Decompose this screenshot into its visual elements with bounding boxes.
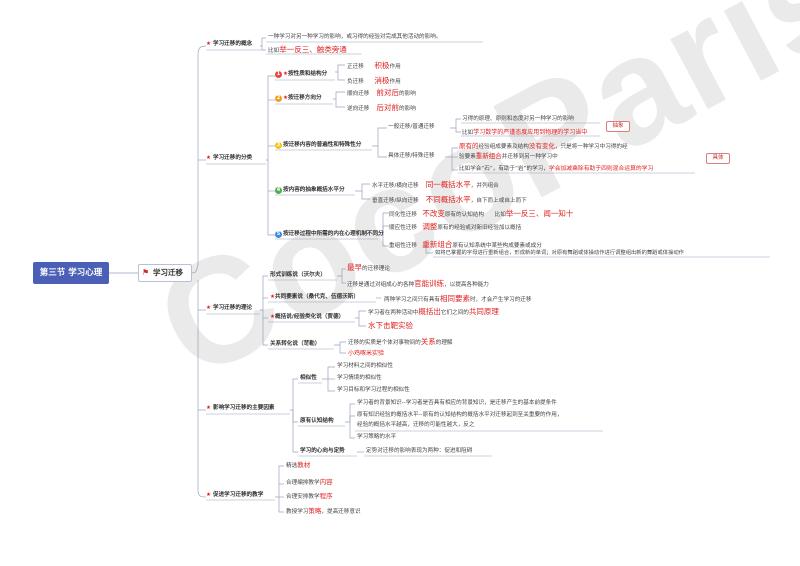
specific-transfer: 具体迁移/特殊迁移 [388,153,435,159]
s4-title[interactable]: ★ 影响学习迁移的主要因素 [206,405,275,411]
general-transfer: 一般迁移/普通迁移 [388,124,435,130]
star-icon: ★ [206,41,212,47]
accommodation-transfer: 顺应性迁移 调整原有的经验或对新旧经验加以概括 [389,222,522,231]
formal-discipline-node[interactable]: 形式训练说（沃尔夫） [270,272,326,278]
main-topic-label: 学习迁移 [153,268,183,277]
general-transfer-desc: 习得的原理、原则和态度对另一种学习的影响 [462,116,574,122]
horizontal-transfer: 水平迁移/横向迁移 同一概括水平，并列组合 [372,180,499,189]
s3-title[interactable]: ★ 学习迁移的理论 [206,305,253,311]
specific-transfer-example: 比如学会“石”，有助于“岩”的学习，学会加减乘除有助于四则混合运算的学习 [459,166,654,172]
negative-transfer: 负迁移 消极作用 [347,76,401,85]
number-badge-icon: 5 [275,231,282,238]
identical-elements-node[interactable]: ★共同要素说（桑代克、伍德沃斯） [270,294,359,300]
recombination-transfer: 重组性迁移 重新组合原有认知系统中某些构成要素或成分 [389,240,542,249]
generalization-experiment: 水下击靶实验 [368,321,413,330]
general-transfer-example: 比如学习数学的严谨态度应用到物理的学习当中 [462,129,588,136]
generalization-desc-1: 学习者在两种活动中概括出它们之间的共同原理 [368,307,499,316]
mental-set-desc: 定势对迁移的影响表现为两种：促进和阻碍 [366,448,473,454]
star-icon: ★ [206,405,212,411]
similarity-item: 学习目标和学习过程的相似性 [337,387,410,393]
number-badge-icon: 1 [275,71,282,78]
mental-set-node[interactable]: 学习的心向与定势 [300,448,345,454]
teaching-item: 合理编排教学内容 [286,478,333,487]
s5-title[interactable]: ★ 促进学习迁移的教学 [206,492,264,498]
recombination-example: 如将已掌握的字母进行重新组合，形成新的单词；对原有舞蹈或体操动作进行调整组出新的… [435,250,684,256]
number-badge-icon: 3 [275,142,282,149]
generalization-node[interactable]: ★概括说/经验类化说（贾德） [270,314,345,320]
teaching-item: 精选教材 [286,461,311,470]
assimilation-transfer: 同化性迁移 不改变原有的认知结构 比如举一反三、闻一知十 [389,209,574,218]
star-icon: ★ [206,305,212,311]
specific-transfer-desc-2: 验要素重新组合并迁移到另一种学习中 [459,152,558,161]
formal-discipline-desc-2: 迁移是通过对组成心的各种官能训练，以提高各种能力 [347,279,489,288]
s1-title[interactable]: ★ 学习迁移的概念 [206,41,253,47]
flag-icon: ⚑ [142,268,150,277]
number-badge-icon: 2 [275,95,282,102]
similarity-item: 学习材料之间的相似性 [337,363,393,369]
cognitive-item: 经验的概括水平越高，迁移的可能性越大，反之 [357,422,475,428]
cognitive-structure-node[interactable]: 原有认知结构 [300,418,334,424]
number-badge-icon: 4 [275,187,282,194]
teaching-item: 教授学习策略，提高迁移意识 [286,507,361,516]
specific-transfer-desc-1: 原有的经验组成要素及结构没有变化，只是将一种学习中习得的经 [459,142,628,151]
cognitive-item: 学习者的背景知识--学习者是否具有相应的背景知识，是迁移产生的基本前提条件 [357,400,557,406]
star-icon: ★ [206,155,212,161]
class-1-node[interactable]: 1★按性质和结构分 [275,71,328,78]
identical-elements-desc: 两种学习之间只有具有相同要素时，才会产生学习的迁移 [384,294,532,303]
s1-example: 比如举一反三、触类旁通 [268,45,347,54]
main-topic-node[interactable]: ⚑ 学习迁移 [138,264,192,282]
forward-transfer: 顺向迁移 前对后的影响 [347,88,416,97]
root-node[interactable]: 第三节 学习心理 [33,262,109,284]
star-icon: ★ [270,294,276,300]
concrete-tag: 具体 [706,153,730,164]
abstract-tag: 抽象 [606,121,630,132]
similarity-node[interactable]: 相似性 [300,375,317,381]
teaching-item: 合理安排教学程序 [286,492,333,501]
star-icon: ★ [283,95,289,101]
s2-title[interactable]: ★ 学习迁移的分类 [206,155,253,161]
s1-definition: 一种学习对另一种学习的影响，或习得的经验对完成其他活动的影响。 [268,34,442,40]
formal-discipline-desc-1: 最早的迁移理论 [347,263,390,272]
cognitive-item: 原有知识经验的概括水平--原有的认知结构的概括水平对迁移起到至关重要的作用， [357,412,563,418]
relation-desc: 迁移的实质是个体对事物间的关系的理解 [348,337,453,346]
similarity-item: 学习情境的相似性 [337,375,382,381]
star-icon: ★ [206,492,212,498]
backward-transfer: 逆向迁移 后对前的影响 [347,103,416,112]
class-2-node[interactable]: 2★按迁移方向分 [275,95,322,102]
positive-transfer: 正迁移 积极作用 [347,61,401,70]
vertical-transfer: 垂直迁移/纵向迁移 不同概括水平，自下而上或自上而下 [372,195,527,204]
star-icon: ★ [270,314,276,320]
relation-experiment: 小鸡啄米实验 [348,350,385,357]
star-icon: ★ [283,71,289,77]
relation-transposition-node[interactable]: 关系转化说（苛勒） [270,341,321,347]
cognitive-item: 学习策略的水平 [357,434,397,440]
